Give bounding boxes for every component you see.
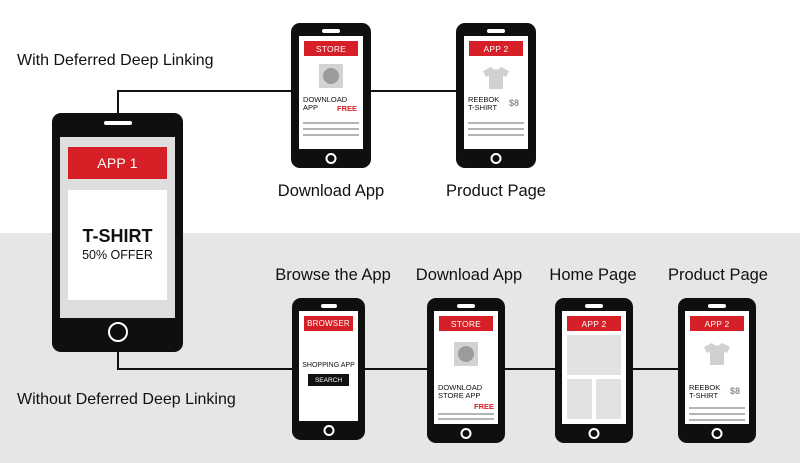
- app2-bar: APP 2: [690, 316, 744, 331]
- tshirt-icon: [704, 343, 730, 365]
- offer-subtitle: 50% OFFER: [82, 248, 153, 262]
- speaker: [457, 304, 475, 308]
- with-product-phone: APP 2 REEBOK T-SHIRT $8: [456, 23, 536, 168]
- speaker: [585, 304, 603, 308]
- home-button: [460, 428, 472, 439]
- with-flow-line: [117, 90, 462, 113]
- free-tag: FREE: [337, 104, 358, 113]
- phone-screen: STORE DOWNLOAD APP FREE: [299, 36, 363, 149]
- with-store-phone: STORE DOWNLOAD APP FREE: [291, 23, 371, 168]
- home-button: [107, 322, 128, 342]
- without-product-caption: Product Page: [668, 266, 768, 284]
- phone-screen: STORE DOWNLOAD STORE APP FREE: [434, 311, 498, 424]
- text-line: [468, 122, 524, 124]
- download-line2: APP: [303, 103, 319, 112]
- without-product-phone: APP 2 REEBOK T-SHIRT $8: [678, 298, 756, 443]
- download-line1: DOWNLOAD: [438, 383, 483, 392]
- offer-card: T-SHIRT 50% OFFER: [68, 190, 167, 300]
- speaker: [487, 29, 505, 33]
- text-line: [689, 419, 745, 421]
- speaker: [322, 29, 340, 33]
- text-line: [303, 128, 359, 130]
- text-line: [438, 418, 494, 420]
- text-line: [468, 134, 524, 136]
- text-line: [468, 128, 524, 130]
- text-line: [303, 134, 359, 136]
- home-button: [325, 153, 337, 164]
- store-bar: STORE: [304, 41, 358, 56]
- price-label: $8: [509, 98, 520, 108]
- home-button: [711, 428, 723, 439]
- product-line2: T-SHIRT: [468, 103, 498, 112]
- text-line: [303, 122, 359, 124]
- home-button: [588, 428, 600, 439]
- without-store-caption: Download App: [415, 266, 523, 284]
- text-line: [689, 413, 745, 415]
- product-line1: REEBOK: [468, 95, 500, 104]
- with-store-caption: Download App: [277, 182, 385, 200]
- phone-screen: APP 2 REEBOK T-SHIRT $8: [464, 36, 528, 149]
- phone-screen: APP 2: [562, 311, 626, 424]
- browse-caption: Browse the App: [275, 266, 391, 284]
- home-page-caption: Home Page: [549, 266, 637, 284]
- app-icon: [454, 342, 478, 366]
- search-button: SEARCH: [308, 374, 349, 386]
- tile-placeholder: [596, 379, 621, 419]
- with-product-caption: Product Page: [446, 182, 546, 200]
- product-line2: T-SHIRT: [689, 391, 719, 400]
- home-button: [490, 153, 502, 164]
- without-deferred-heading: Without Deferred Deep Linking: [17, 391, 236, 408]
- store-bar: STORE: [439, 316, 493, 331]
- price-label: $8: [730, 386, 741, 396]
- home-button: [323, 425, 334, 436]
- home-page-phone: APP 2: [555, 298, 633, 443]
- app2-bar: APP 2: [567, 316, 621, 331]
- offer-title: T-SHIRT: [82, 226, 153, 246]
- app-icon: [319, 64, 343, 88]
- browser-bar: BROWSER: [304, 316, 353, 331]
- speaker: [103, 121, 132, 125]
- phone-screen: APP 2 REEBOK T-SHIRT $8: [685, 311, 749, 424]
- speaker: [320, 304, 337, 308]
- source-phone: APP 1 T-SHIRT 50% OFFER: [52, 113, 183, 352]
- download-line2: STORE APP: [438, 391, 481, 400]
- download-line1: DOWNLOAD: [303, 95, 348, 104]
- app-icon-circle: [458, 346, 474, 362]
- speaker: [708, 304, 726, 308]
- shopping-app-text: SHOPPING APP: [302, 362, 355, 369]
- phone-screen: BROWSER SHOPPING APP SEARCH: [299, 311, 358, 421]
- without-flow-line: [117, 352, 715, 370]
- app-bar: APP 1: [68, 147, 167, 179]
- tile-placeholder: [567, 379, 592, 419]
- product-line1: REEBOK: [689, 383, 721, 392]
- browser-phone: BROWSER SHOPPING APP SEARCH: [292, 298, 365, 440]
- text-line: [689, 407, 745, 409]
- phone-screen: APP 1 T-SHIRT 50% OFFER: [60, 137, 175, 318]
- free-tag: FREE: [474, 402, 495, 411]
- with-deferred-heading: With Deferred Deep Linking: [17, 52, 214, 69]
- app-icon-circle: [323, 68, 339, 84]
- tshirt-icon: [483, 67, 509, 89]
- text-line: [438, 413, 494, 415]
- app2-bar: APP 2: [469, 41, 523, 56]
- banner-placeholder: [567, 335, 621, 375]
- without-store-phone: STORE DOWNLOAD STORE APP FREE: [427, 298, 505, 443]
